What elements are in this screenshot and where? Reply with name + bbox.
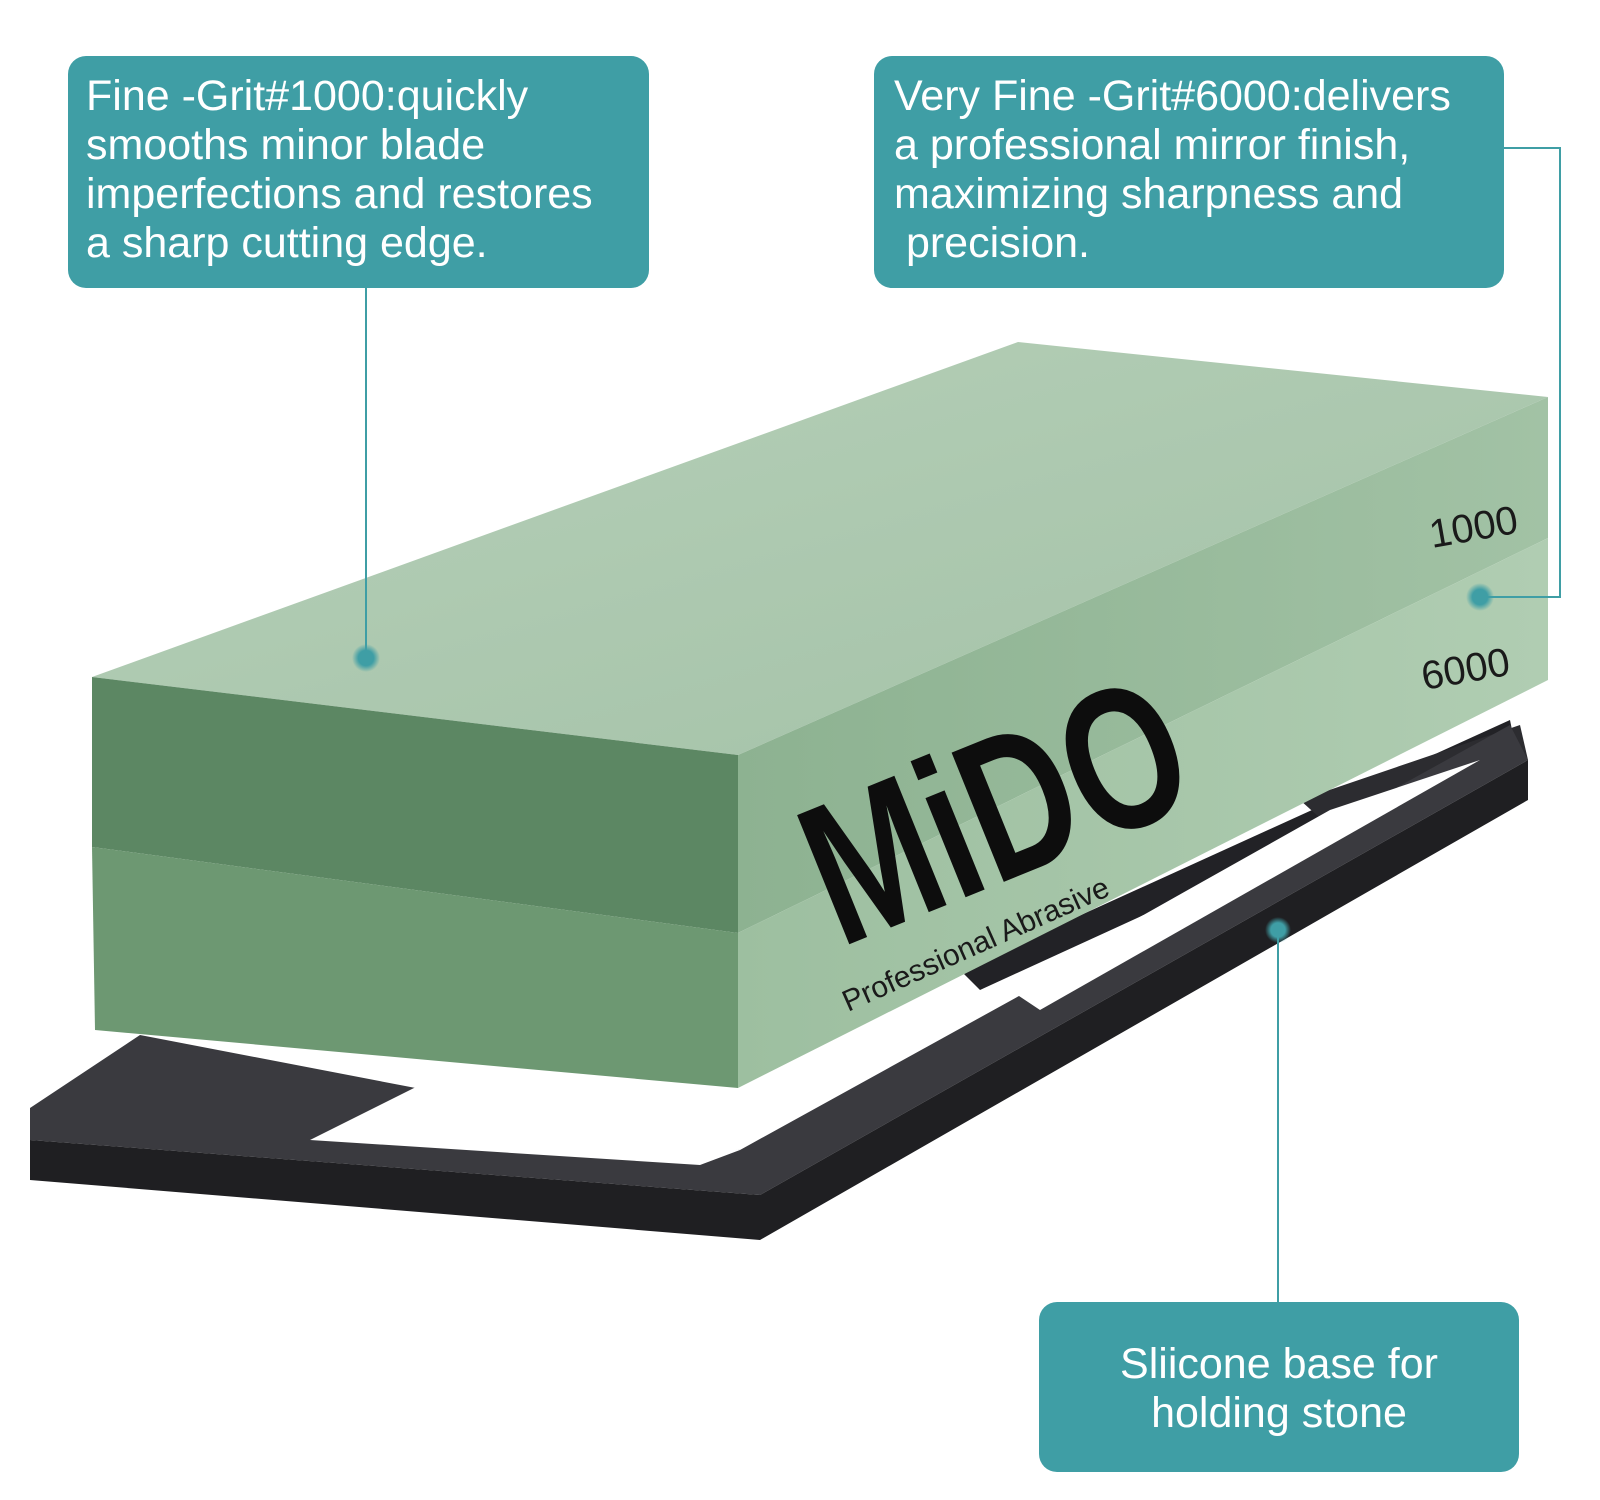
stone-front-upper [92,677,738,933]
callout-fine-grit: Fine -Grit#1000:quickly smooths minor bl… [68,56,649,288]
marker-dot-fine [352,644,380,672]
base-front-rail-side [30,760,1528,1240]
stone-side-upper [738,397,1548,933]
callout-very-fine-line: maximizing sharpness and [894,170,1404,218]
callout-fine-line: smooths minor blade [86,121,486,169]
callout-base-line: holding stone [1151,1389,1407,1437]
marker-dots [352,583,1494,943]
callout-fine-line: Fine -Grit#1000:quickly [86,72,529,120]
stone-top-face [92,342,1548,755]
callout-very-fine-grit: Very Fine -Grit#6000:delivers a professi… [874,56,1504,288]
stone-front-lower [92,847,738,1088]
base-inner-opening [310,1070,740,1165]
base-inner-opening-right [1010,760,1480,1010]
callout-silicone-base: Sliicone base for holding stone [1039,1302,1519,1472]
callout-fine-line: a sharp cutting edge. [86,219,488,267]
whetstone [92,342,1548,1088]
silicone-base [30,720,1528,1240]
callout-very-fine-line: Very Fine -Grit#6000:delivers [894,72,1451,120]
base-front-rail-top [30,725,1528,1195]
marker-dot-very-fine [1466,583,1494,611]
callout-very-fine-line: a professional mirror finish, [894,121,1411,169]
marker-dot-base [1265,917,1291,943]
callout-fine-line: imperfections and restores [86,170,593,218]
callout-base-line: Sliicone base for [1120,1340,1438,1388]
leader-line-very-fine [1480,147,1561,598]
callout-very-fine-line: precision. [894,219,1090,267]
stone-side-lower [738,538,1548,1088]
leader-lines [365,147,1561,1302]
